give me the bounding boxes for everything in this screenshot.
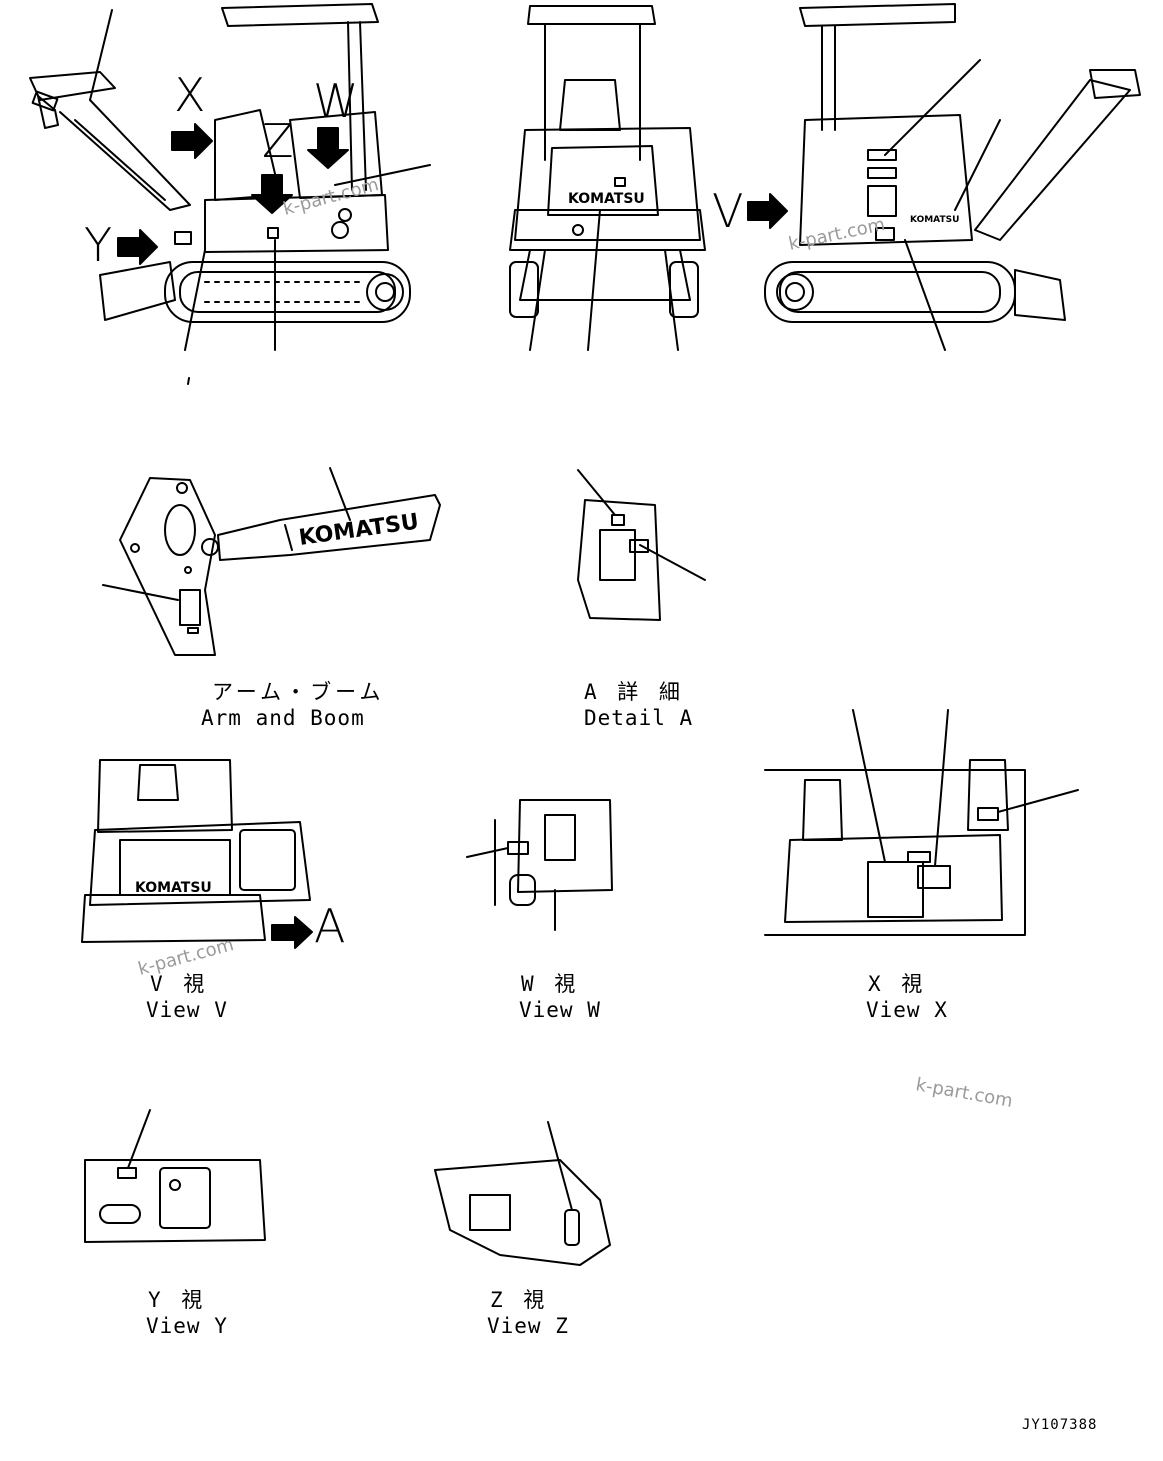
caption-view-w-jp: W 視 [521,972,580,996]
watermark-1: k-part.com [281,174,381,220]
caption-view-z-en: View Z [487,1314,569,1338]
caption-arm-boom-jp: アーム・ブーム [212,680,385,704]
caption-view-v-en: View V [146,998,228,1022]
marker-v: V [712,184,744,238]
marker-y: Y [84,218,113,272]
caption-detail-a-en: Detail A [584,706,694,730]
front-brand-label: KOMATSU [568,191,645,207]
watermark-4: k-part.com [914,1074,1014,1112]
drawing-number: JY107388 [1022,1417,1098,1433]
excavator-right-side-view [747,3,1141,351]
caption-view-y-jp: Y 視 [148,1288,207,1312]
view-w-diagram [466,799,613,931]
marker-x: X [174,68,206,122]
marker-w: W [313,74,359,128]
caption-view-z-jp: Z 視 [490,1288,549,1312]
caption-view-v-jp: V 視 [150,972,209,996]
excavator-front-view [509,5,706,351]
view-x-diagram [764,709,1079,936]
view-z-diagram [434,1121,611,1266]
caption-arm-boom-en: Arm and Boom [201,706,365,730]
arm-and-boom-detail [102,467,441,656]
caption-view-y-en: View Y [146,1314,228,1338]
marker-z: Z [262,114,294,168]
caption-view-w-en: View W [519,998,601,1022]
detail-a-diagram [577,469,706,621]
view-v-brand-label: KOMATSU [135,880,212,896]
caption-view-x-en: View X [866,998,948,1022]
caption-detail-a-jp: A 詳 細 [584,680,684,704]
caption-view-x-jp: X 視 [868,972,927,996]
right-brand-label: KOMATSU [910,215,959,225]
marker-a: A [314,899,346,953]
boom-brand-label: KOMATSU [297,509,420,551]
view-v-diagram [81,759,313,949]
excavator-left-side-view [29,3,431,385]
view-y-diagram [84,1109,266,1243]
